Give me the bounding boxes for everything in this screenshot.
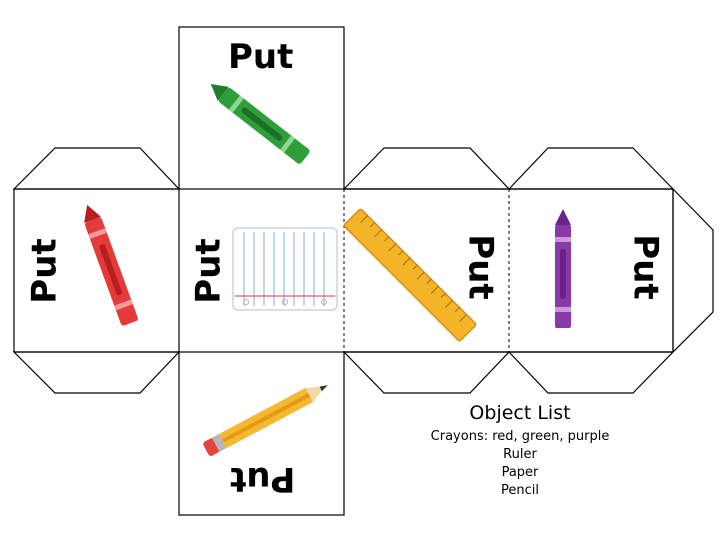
right2-face-label: Put [625,234,666,300]
object-list: Object List Crayons: red, green, purple … [400,402,640,500]
right2-bottom-tab [507,351,675,394]
top-face-label: Put [228,37,294,77]
bottom-face-label: Put [230,459,296,499]
purple-crayon-icon [555,209,571,328]
right1-top-tab [342,147,511,190]
right-side-tab [672,187,714,354]
list-item: Crayons: red, green, purple [430,429,610,444]
left-top-tab [12,147,181,190]
red-crayon-icon [84,204,138,326]
bottom-face [178,351,345,516]
ruler-icon [343,208,477,342]
right1-face-label: Put [460,234,501,300]
list-item: Paper [501,465,539,480]
left-face-label: Put [24,238,65,304]
left-face [13,188,180,353]
top-face [178,26,345,190]
right1-bottom-tab [342,351,511,394]
center-face-label: Put [188,238,229,304]
left-bottom-tab [12,351,181,394]
object-list-title: Object List [469,402,571,424]
pencil-icon [203,385,328,456]
green-crayon-icon [210,84,310,164]
list-item: Pencil [501,483,539,498]
list-item: Ruler [503,447,537,462]
paper-icon [232,227,338,311]
right2-top-tab [507,147,675,190]
